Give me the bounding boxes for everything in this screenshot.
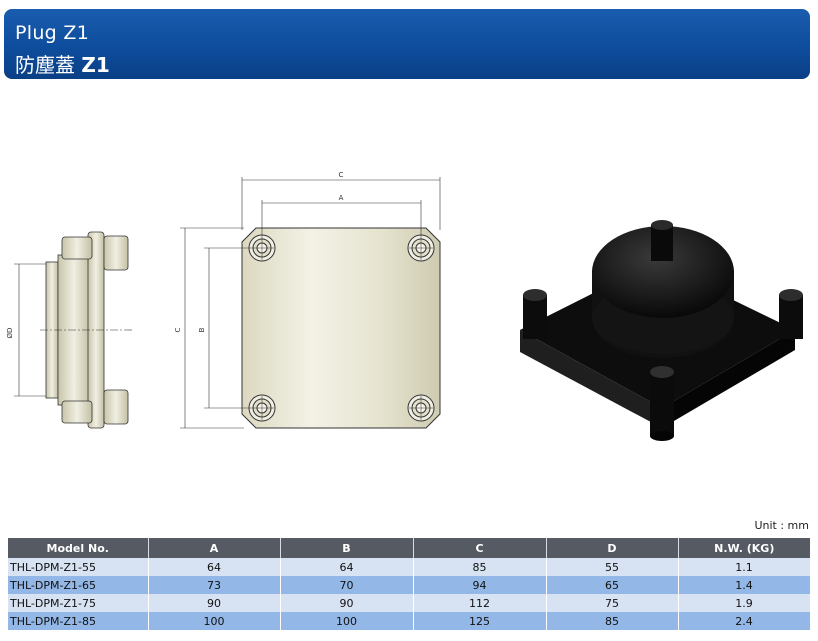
cell-b: 100	[280, 612, 414, 630]
render-post-left	[523, 289, 547, 339]
dim-a-top	[261, 200, 422, 236]
cell-a: 100	[148, 612, 281, 630]
side-view-pin-bottom	[61, 400, 93, 424]
col-header-a: A	[148, 538, 281, 558]
side-view	[14, 231, 134, 429]
bolt-top-left	[248, 234, 276, 262]
render-cylinder-top	[592, 226, 734, 318]
cell-d: 55	[546, 558, 679, 576]
table-row: THL-DPM-Z1-85 100 100 125 85 2.4	[8, 612, 811, 630]
render-post-right	[779, 289, 803, 339]
bolt-top-right	[407, 234, 435, 262]
col-header-b: B	[280, 538, 414, 558]
render-post-back	[651, 220, 673, 261]
technical-drawings: ØD	[6, 171, 803, 441]
cell-c: 94	[413, 576, 547, 594]
title-chinese-text: 防塵蓋	[15, 53, 75, 77]
front-view	[180, 177, 441, 429]
col-header-weight: N.W. (KG)	[678, 538, 810, 558]
title-chinese-code: Z1	[81, 53, 110, 77]
cell-d: 65	[546, 576, 679, 594]
bolt-bottom-right	[407, 394, 435, 422]
cell-model: THL-DPM-Z1-85	[8, 612, 149, 630]
cell-d: 75	[546, 594, 679, 612]
cell-c: 112	[413, 594, 547, 612]
dim-c-top	[241, 177, 441, 230]
cell-weight: 1.1	[678, 558, 811, 576]
cell-weight: 2.4	[678, 612, 811, 630]
cell-a: 64	[148, 558, 281, 576]
dim-c-left	[180, 227, 244, 429]
cell-b: 64	[280, 558, 414, 576]
title-banner: Plug Z1 防塵蓋 Z1	[4, 9, 810, 79]
col-header-c: C	[413, 538, 547, 558]
dim-a-top-label: A	[339, 194, 344, 202]
cell-model: THL-DPM-Z1-65	[8, 576, 149, 594]
unit-label: Unit : mm	[754, 519, 809, 532]
cell-c: 125	[413, 612, 547, 630]
cell-b: 90	[280, 594, 414, 612]
front-view-plate	[241, 227, 441, 429]
cell-a: 90	[148, 594, 281, 612]
col-header-d: D	[546, 538, 679, 558]
dim-d-label: ØD	[6, 328, 14, 339]
side-view-pin-top	[61, 236, 93, 260]
side-view-bolt-top	[103, 235, 129, 271]
bolt-bottom-left	[248, 394, 276, 422]
side-view-bolt-bottom	[103, 389, 129, 425]
cell-c: 85	[413, 558, 547, 576]
cell-a: 73	[148, 576, 281, 594]
title-english: Plug Z1	[15, 22, 90, 44]
dim-c-top-label: C	[339, 171, 344, 179]
cell-weight: 1.9	[678, 594, 811, 612]
table-row: THL-DPM-Z1-75 90 90 112 75 1.9	[8, 594, 811, 612]
cell-model: THL-DPM-Z1-75	[8, 594, 149, 612]
render-base-side-right	[662, 330, 795, 428]
title-chinese: 防塵蓋 Z1	[15, 49, 110, 78]
dim-b-left	[204, 247, 250, 409]
table-row: THL-DPM-Z1-65 73 70 94 65 1.4	[8, 576, 811, 594]
product-render	[520, 220, 803, 441]
table-row: THL-DPM-Z1-55 64 64 85 55 1.1	[8, 558, 811, 576]
cell-d: 85	[546, 612, 679, 630]
dim-c-left-label: C	[174, 327, 182, 332]
render-post-front	[650, 366, 674, 441]
col-header-model: Model No.	[8, 538, 149, 558]
cell-weight: 1.4	[678, 576, 811, 594]
dim-b-left-label: B	[198, 327, 206, 332]
spec-table: Model No. A B C D N.W. (KG) THL-DPM-Z1-5…	[8, 538, 811, 630]
table-header-row: Model No. A B C D N.W. (KG)	[8, 538, 810, 558]
cell-b: 70	[280, 576, 414, 594]
render-base-side-left	[520, 330, 662, 428]
cell-model: THL-DPM-Z1-55	[8, 558, 149, 576]
